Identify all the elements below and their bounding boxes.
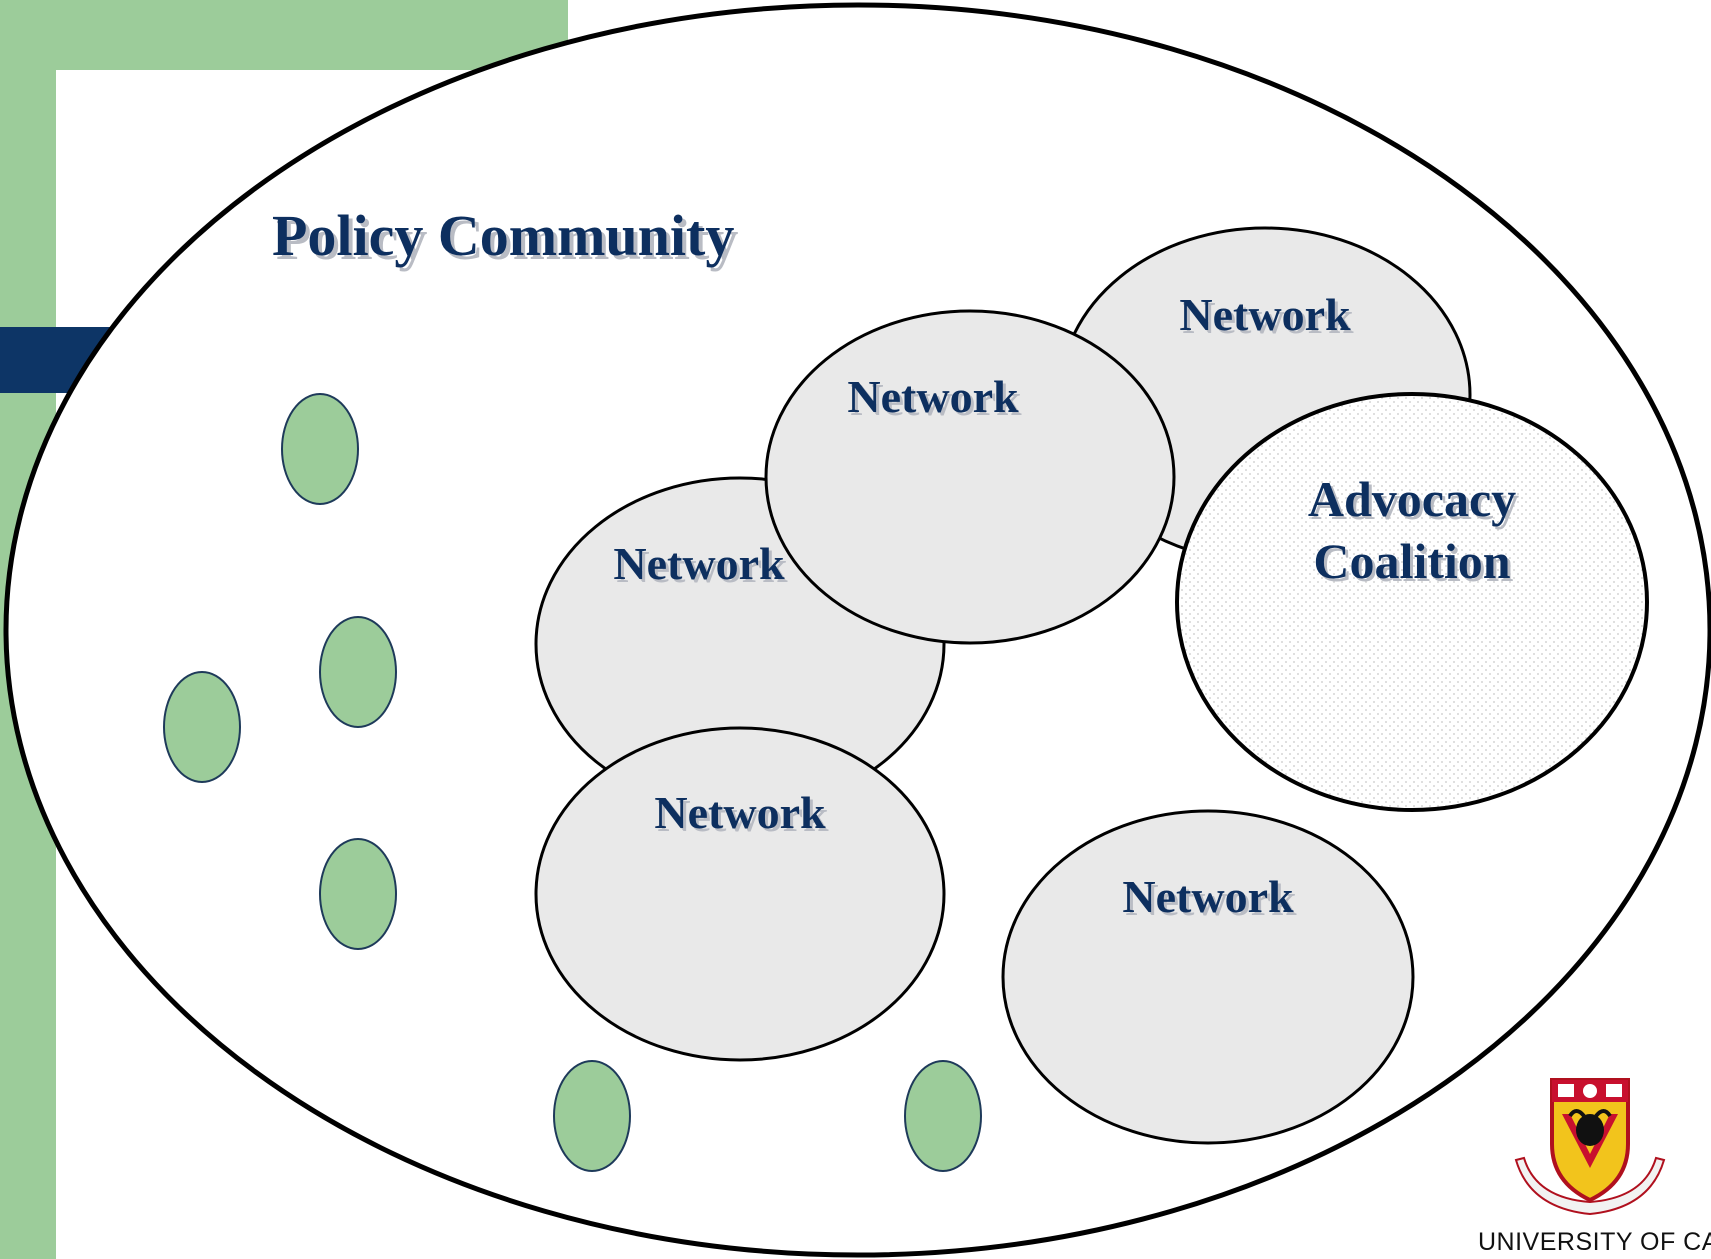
network-label-shadow: Network bbox=[657, 790, 829, 841]
network-label-left: Network bbox=[613, 538, 785, 589]
coalition-label-line2: Coalition bbox=[1313, 533, 1510, 589]
actor-ellipse bbox=[163, 671, 241, 783]
network-label-shadow: Network bbox=[616, 541, 788, 592]
network-ellipse-bottom-right bbox=[1001, 809, 1415, 1145]
network-ellipse-bottom-left bbox=[534, 726, 946, 1062]
coalition-label-line1: Advocacy bbox=[1308, 471, 1516, 527]
actor-ellipse bbox=[319, 616, 397, 728]
network-label-shadow: Network bbox=[1125, 874, 1297, 925]
network-label-bottom-right: Network bbox=[1122, 871, 1294, 922]
network-label-shadow: Network bbox=[850, 374, 1022, 425]
title-shadow: Policy Community bbox=[276, 207, 738, 272]
university-logo: UNIVERSITY OF CALGARY bbox=[1470, 1072, 1711, 1259]
network-ellipse-top-middle bbox=[764, 309, 1176, 645]
university-name: UNIVERSITY OF CALGARY bbox=[1478, 1228, 1711, 1256]
coalition-label-shadow: Advocacy bbox=[1311, 474, 1519, 530]
green-top-bar bbox=[0, 0, 568, 70]
coalition-label-shadow: Coalition bbox=[1316, 536, 1513, 592]
actor-ellipse bbox=[553, 1060, 631, 1172]
network-label-bottom-left: Network bbox=[654, 787, 826, 838]
actor-ellipse bbox=[281, 393, 359, 505]
actor-ellipse bbox=[319, 838, 397, 950]
network-label-top-middle: Network bbox=[847, 371, 1019, 422]
network-label-shadow: Network bbox=[1182, 292, 1354, 343]
diagram-title: Policy Community bbox=[272, 203, 734, 268]
university-crest-icon bbox=[1514, 1078, 1666, 1216]
actor-ellipse bbox=[904, 1060, 982, 1172]
advocacy-coalition-ellipse bbox=[1175, 392, 1649, 812]
network-label-top-right: Network bbox=[1179, 289, 1351, 340]
